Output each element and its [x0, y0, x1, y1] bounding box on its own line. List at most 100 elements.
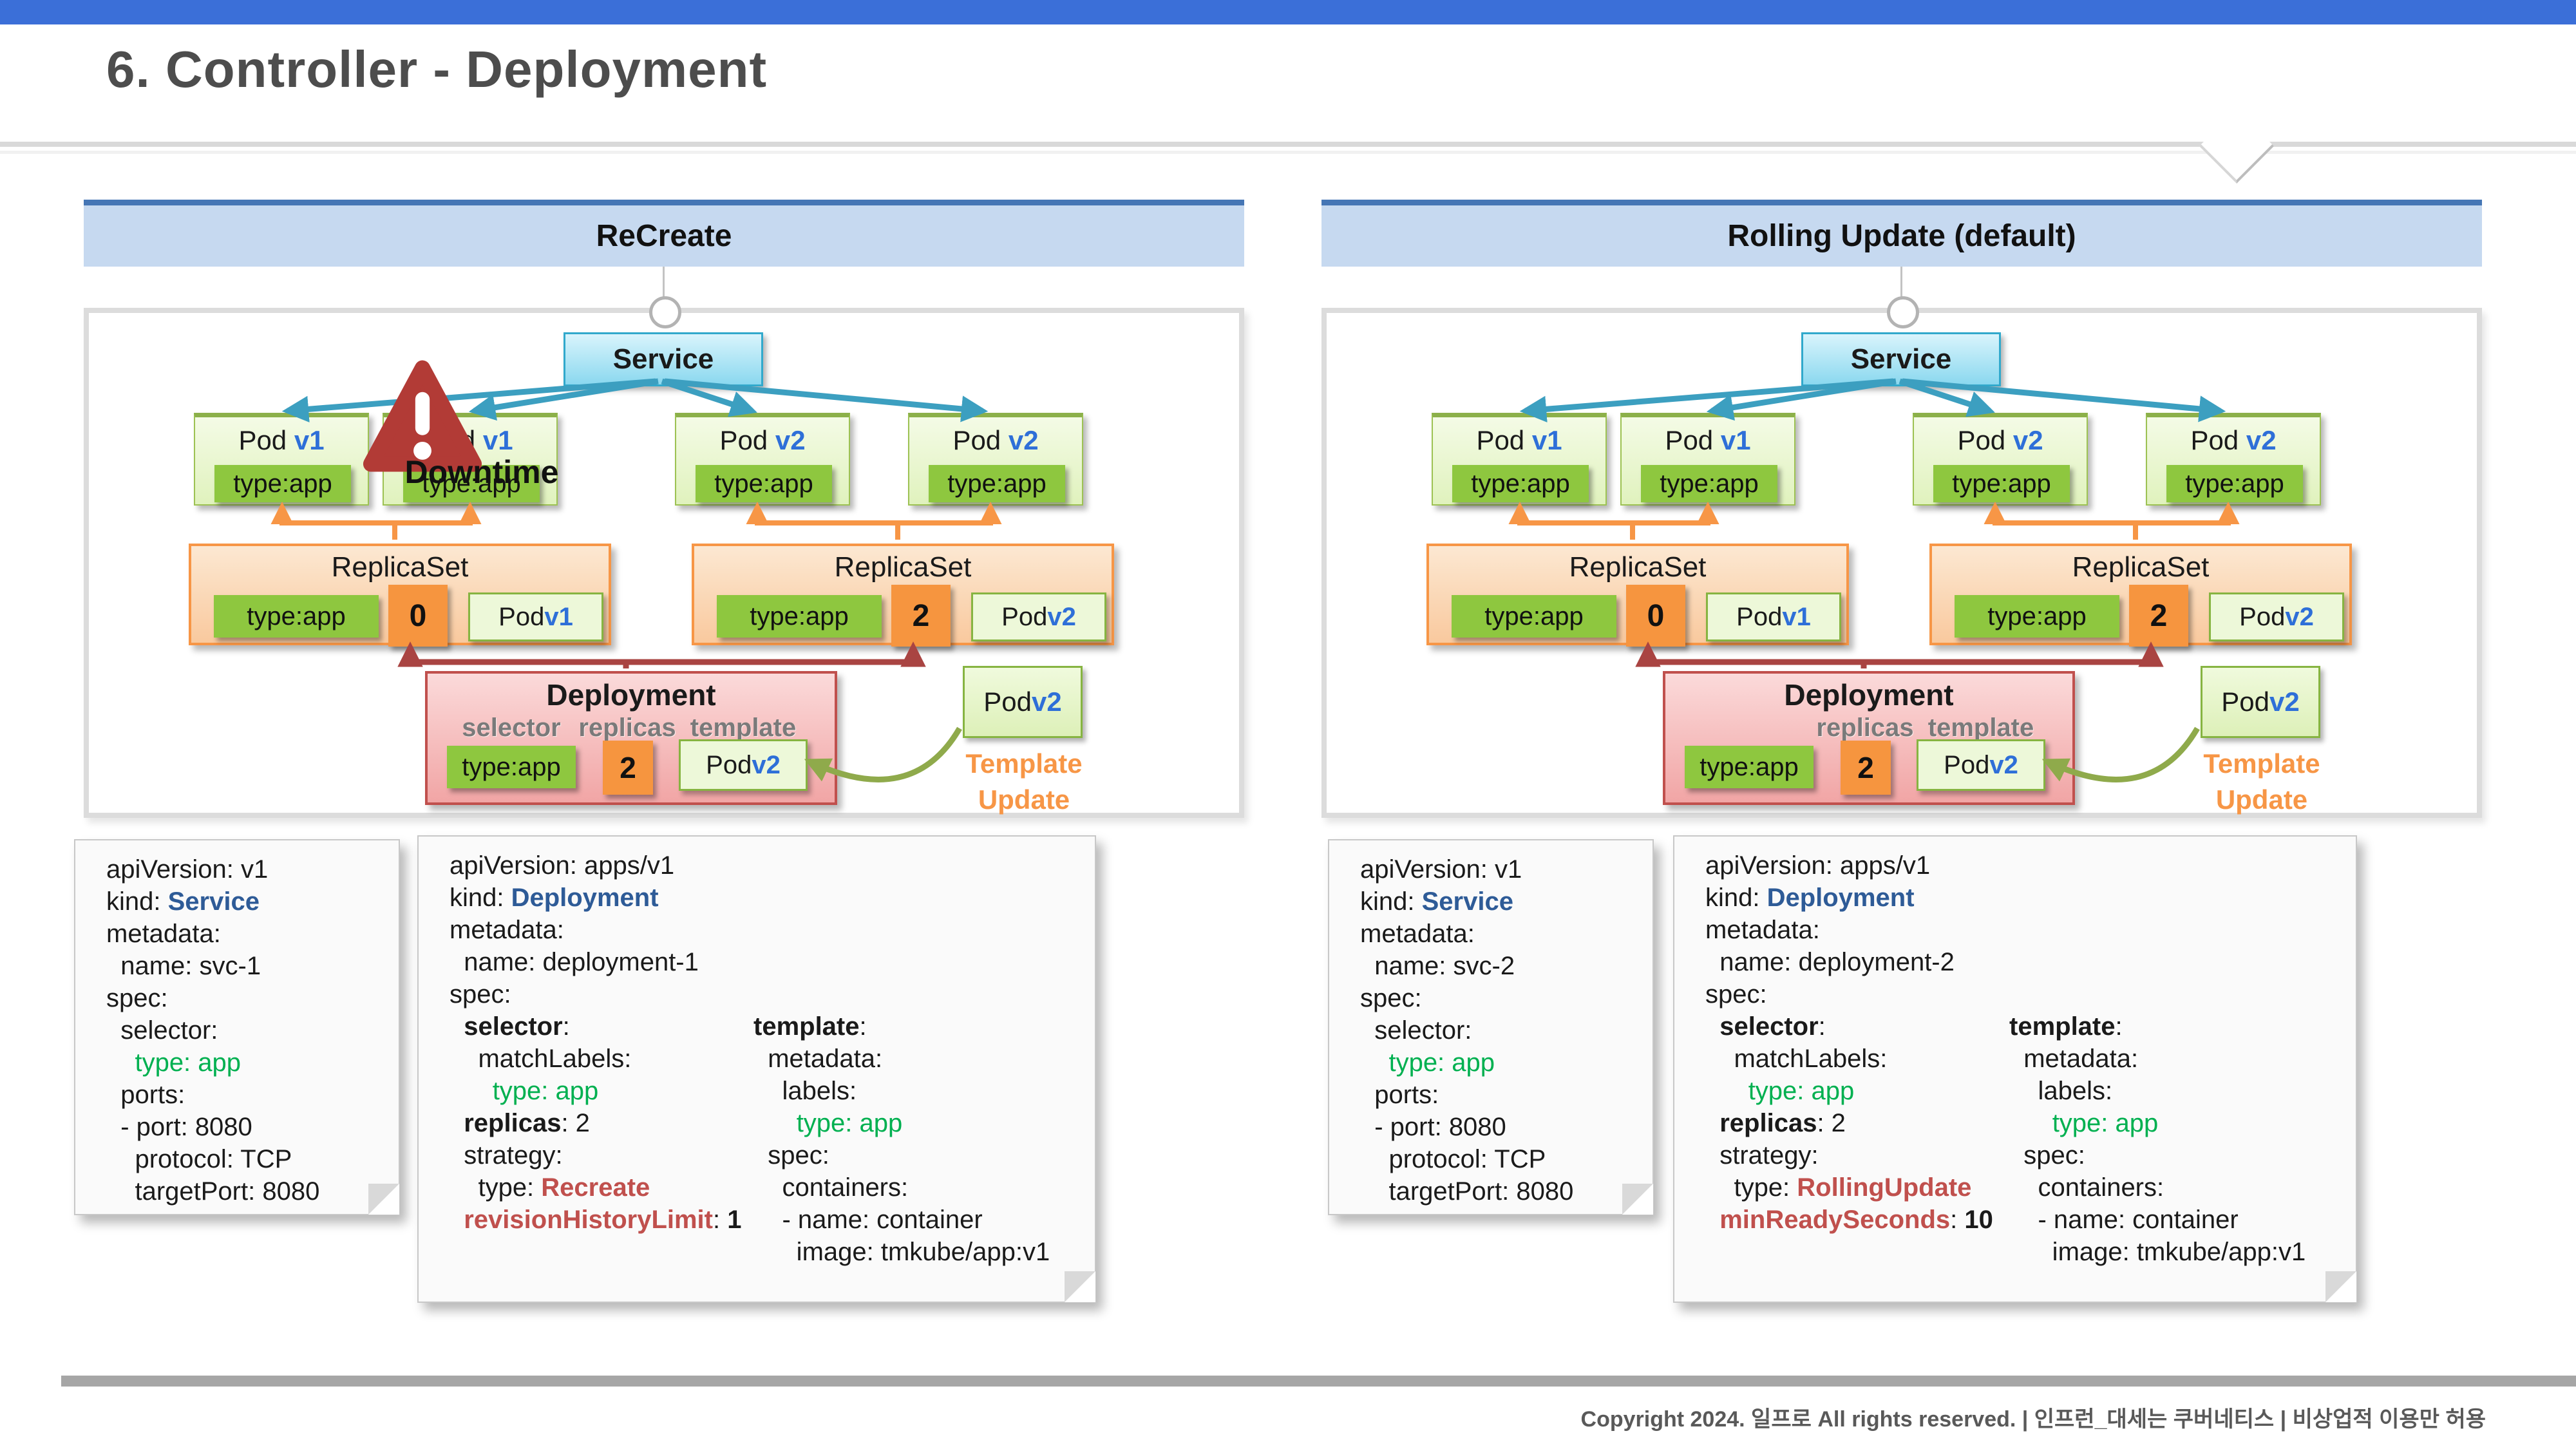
template-update-pod: Pod v2 — [963, 666, 1083, 738]
yaml-line: name: deployment-2 — [1705, 948, 1955, 976]
top-accent-bar — [0, 0, 2576, 24]
template-update-label: Template Update — [965, 748, 1083, 815]
yaml-line: apiVersion: apps/v1 — [450, 851, 675, 880]
pod-selector-badge: type:app — [1933, 465, 2070, 502]
yaml-code: apiVersion: apps/v1 kind: Deployment metad… — [1705, 849, 1993, 1236]
yaml-line: selector: — [106, 1016, 218, 1045]
yaml-line: - port: 8080 — [106, 1113, 252, 1141]
yaml-line: template: — [2009, 1012, 2123, 1041]
diagram-box: Service Pod v1 type:app Pod v1 type:app … — [84, 308, 1244, 818]
pod-selector-badge: type:app — [214, 465, 351, 502]
connector-circle — [649, 296, 681, 328]
title-divider-shadow — [0, 151, 2576, 154]
template-label: template — [1927, 714, 2034, 742]
replicaset-pod-badge: Pod v2 — [971, 592, 1106, 641]
pod-box: Pod v1 type:app — [1432, 413, 1607, 506]
pod-version: v2 — [1047, 602, 1076, 631]
pod-version: v1 — [1531, 425, 1562, 455]
replicas-label: replicas — [578, 714, 676, 742]
yaml-line: - port: 8080 — [1360, 1113, 1506, 1141]
deployment-selector-badge: type:app — [447, 746, 576, 788]
replicaset-box: ReplicaSet type:app 2 Pod v2 — [1929, 544, 2352, 647]
pod-selector-badge: type:app — [929, 465, 1065, 502]
deployment-replicas-badge: 2 — [603, 741, 653, 795]
pod-version: v1 — [1782, 602, 1811, 631]
panel-rolling-update: Rolling Update (default) — [1321, 200, 2482, 818]
yaml-line: labels: — [753, 1077, 857, 1105]
page-title: 6. Controller - Deployment — [106, 41, 768, 98]
connector-circle — [1887, 296, 1919, 328]
pod-box: Pod v2 type:app — [2146, 413, 2321, 506]
yaml-line: matchLabels: — [1705, 1045, 1888, 1073]
yaml-line: minReadySeconds: 10 — [1719, 1206, 1993, 1234]
replicaset-selector-badge: type:app — [717, 595, 882, 638]
yaml-line: labels: — [2009, 1077, 2113, 1105]
pod-label: Pod v2 — [952, 425, 1039, 455]
yaml-line: kind: Deployment — [1705, 884, 1915, 912]
pod-version: v2 — [1989, 750, 2018, 779]
yaml-line: - name: container — [753, 1206, 983, 1234]
yaml-line: metadata: — [1705, 916, 1820, 944]
yaml-line: type: Recreate — [450, 1173, 650, 1202]
deployment-box: Deployment replicas template type:app 2 … — [1663, 671, 2075, 805]
pod-version: v2 — [1008, 425, 1039, 455]
yaml-line: apiVersion: apps/v1 — [1705, 851, 1931, 880]
yaml-code: template: metadata: labels: type: app sp… — [2009, 1010, 2306, 1268]
yaml-line: apiVersion: v1 — [106, 855, 269, 884]
pod-selector-badge: type:app — [2166, 465, 2303, 502]
pod-selector-badge: type:app — [1641, 465, 1777, 502]
replicaset-count-badge: 2 — [2129, 585, 2188, 647]
selector-label: selector — [462, 714, 561, 742]
replicaset-title: ReplicaSet — [834, 551, 972, 583]
replicaset-selector-badge: type:app — [1452, 595, 1616, 638]
pod-box: Pod v1 type:app — [1620, 413, 1795, 506]
copyright-text: Copyright 2024. 일프로 All rights reserved.… — [1580, 1407, 2486, 1432]
pod-version: v1 — [294, 425, 325, 455]
pod-version: v1 — [1720, 425, 1751, 455]
template-update-pod: Pod v2 — [2201, 666, 2320, 738]
title-divider — [0, 142, 2576, 147]
yaml-line: selector: — [464, 1012, 570, 1041]
replicaset-pod-badge: Pod v1 — [1706, 592, 1841, 641]
yaml-line: spec: — [2009, 1141, 2085, 1170]
yaml-line: name: deployment-1 — [450, 948, 699, 976]
pod-version: v2 — [2246, 425, 2277, 455]
panel-recreate: ReCreate Se — [84, 200, 1244, 818]
pod-label: Pod v2 — [1957, 425, 2043, 455]
replicaset-box: ReplicaSet type:app 2 Pod v2 — [692, 544, 1114, 647]
connector-line — [1900, 267, 1902, 300]
yaml-line: containers: — [2009, 1173, 2164, 1202]
yaml-line: replicas: 2 — [464, 1109, 590, 1137]
footer-divider — [61, 1376, 2576, 1387]
yaml-line: type: app — [135, 1048, 242, 1077]
yaml-line: metadata: — [2009, 1045, 2139, 1073]
pod-version: v2 — [775, 425, 806, 455]
deployment-selector-badge: type:app — [1685, 746, 1814, 788]
yaml-line: type: app — [492, 1077, 599, 1105]
yaml-line: template: — [753, 1012, 867, 1041]
pod-selector-badge: type:app — [696, 465, 832, 502]
pod-label: Pod v1 — [1665, 425, 1751, 455]
service-box: Service — [564, 332, 763, 386]
yaml-line: protocol: TCP — [1360, 1145, 1546, 1173]
yaml-line: type: RollingUpdate — [1705, 1173, 1972, 1202]
pod-version: v2 — [1032, 687, 1062, 717]
yaml-code: template: metadata: labels: type: app sp… — [753, 1010, 1050, 1268]
pod-box: Pod v2 type:app — [908, 413, 1083, 506]
replicaset-box: ReplicaSet type:app 0 Pod v1 — [1426, 544, 1849, 647]
template-update-label: Template Update — [2203, 748, 2320, 815]
replicaset-selector-badge: type:app — [214, 595, 379, 638]
deployment-replicas-badge: 2 — [1841, 741, 1891, 795]
yaml-line: metadata: — [753, 1045, 883, 1073]
pod-version: v1 — [544, 602, 573, 631]
template-label: template — [690, 714, 797, 742]
replicaset-title: ReplicaSet — [331, 551, 469, 583]
replicaset-count-badge: 0 — [1626, 585, 1685, 647]
service-box: Service — [1801, 332, 2001, 386]
deployment-title: Deployment — [1784, 678, 1954, 712]
replicaset-title: ReplicaSet — [1569, 551, 1707, 583]
